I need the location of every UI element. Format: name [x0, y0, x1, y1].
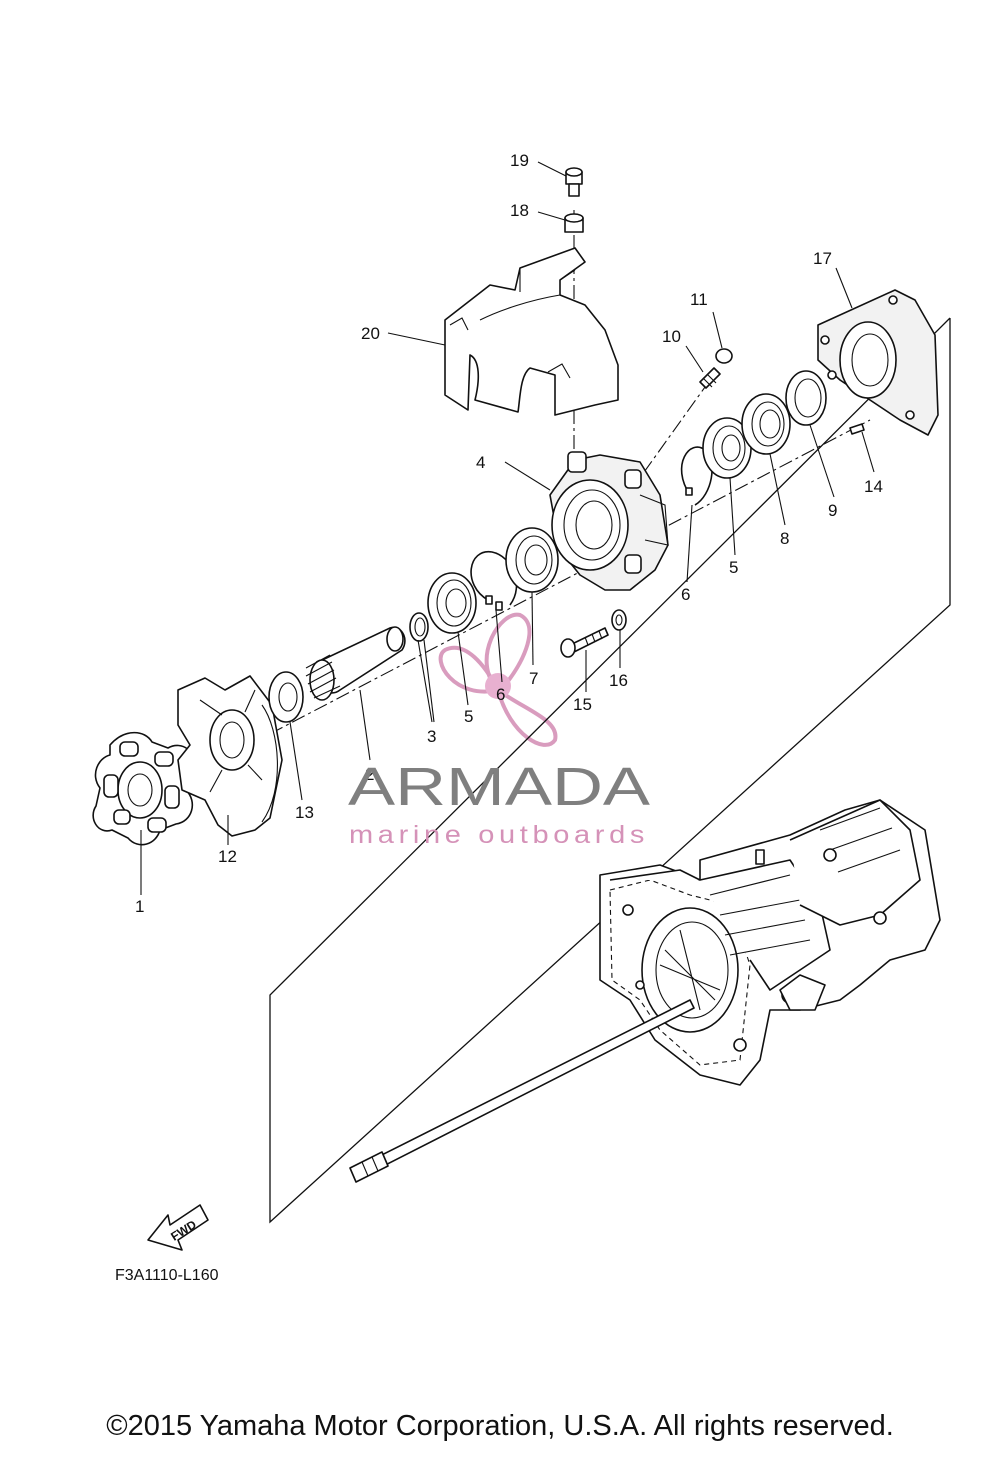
callout-7: 7: [529, 669, 538, 688]
part-16-washer: [611, 609, 627, 631]
callout-15: 15: [573, 695, 592, 714]
part-8-oil-seal: [741, 393, 791, 455]
diagram-code: F3A1110-L160: [115, 1267, 219, 1284]
part-11-cap: [715, 348, 733, 364]
part-18-collar: [564, 213, 584, 233]
part-7-bearing: [505, 527, 559, 593]
callout-2: 2: [365, 765, 374, 784]
impeller-shaft: [349, 999, 695, 1183]
callout-1: 1: [135, 897, 144, 916]
part-6-circlip-left: [470, 551, 518, 611]
part-3-oring: [409, 612, 429, 642]
callout-19: 19: [510, 151, 529, 170]
part-5-bearing-right: [702, 417, 752, 479]
callout-16: 16: [609, 671, 628, 690]
copyright-notice: ©2015 Yamaha Motor Corporation, U.S.A. A…: [106, 1410, 894, 1442]
part-14-dowel-pin: [849, 423, 865, 435]
part-10-grease-nipple: [699, 367, 721, 389]
part-4-bearing-housing: [549, 451, 669, 591]
fwd-arrow-icon: FWD: [147, 1204, 209, 1251]
callout-5-right: 5: [729, 558, 738, 577]
part-9-oil-seal: [785, 370, 827, 426]
part-15-bolt: [560, 627, 609, 658]
callout-6-right: 6: [681, 585, 690, 604]
callout-9: 9: [828, 501, 837, 520]
callout-8: 8: [780, 529, 789, 548]
part-17-cover-plate: [817, 289, 939, 436]
grease-axis-line: [641, 379, 711, 476]
part-5-bearing-left: [427, 572, 477, 634]
callout-5-left: 5: [464, 707, 473, 726]
callout-6-left: 6: [496, 685, 505, 704]
callout-14: 14: [864, 477, 883, 496]
callout-labels: 1 2 3 4 5 5 6 6 7 8 9 10 11 12 13 14 15 …: [135, 151, 883, 916]
center-axis-line: [114, 419, 871, 816]
callout-10: 10: [662, 327, 681, 346]
callout-12: 12: [218, 847, 237, 866]
callout-20: 20: [361, 324, 380, 343]
watermark-tagline: marine outboards: [349, 821, 649, 849]
part-13-collar: [268, 671, 304, 723]
part-20-cover: [444, 247, 619, 416]
callout-3: 3: [427, 727, 436, 746]
callout-11: 11: [690, 290, 708, 309]
part-19-bolt: [565, 167, 583, 197]
callout-13: 13: [295, 803, 314, 822]
part-12-coupling: [177, 675, 283, 837]
assembly-frame: [269, 317, 951, 1224]
part-1-coupler-damper: [92, 731, 195, 846]
part-2-shaft: [305, 626, 406, 701]
callout-4: 4: [476, 453, 485, 472]
callout-18: 18: [510, 201, 529, 220]
watermark-brand: ARMADA: [348, 757, 650, 817]
leader-lines: [140, 161, 875, 895]
jet-pump-assembly: [599, 799, 941, 1086]
callout-17: 17: [813, 249, 832, 268]
